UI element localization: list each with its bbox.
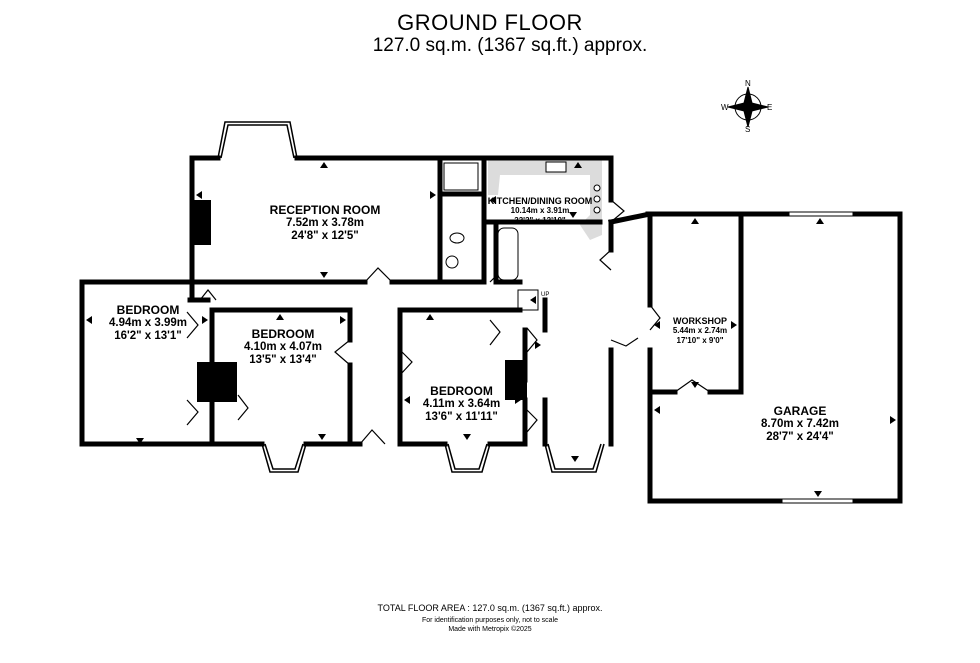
room-name: RECEPTION ROOM: [269, 203, 381, 217]
room-name: BEDROOM: [116, 303, 180, 317]
floor-title: GROUND FLOOR: [397, 10, 583, 35]
kitchen-counter: [488, 160, 602, 240]
room-name: BEDROOM: [430, 384, 493, 398]
room-imperial: 13'5" x 13'4": [249, 354, 317, 366]
room-imperial: 28'7" x 24'4": [766, 431, 834, 443]
room-metric: 4.94m x 3.99m: [108, 317, 187, 329]
room-bedroom-3: BEDROOM 4.11m x 3.64m 13'6" x 11'11": [404, 384, 519, 424]
fixtures: [443, 161, 601, 311]
markers: [86, 162, 896, 497]
credit: Made with Metropix ©2025: [448, 626, 532, 633]
room-metric: 7.52m x 3.78m: [285, 217, 364, 229]
compass-s: S: [745, 125, 751, 134]
compass-w: W: [721, 103, 729, 112]
room-metric: 4.10m x 4.07m: [243, 341, 322, 353]
room-imperial: 13'6" x 11'11": [425, 411, 498, 423]
room-garage: GARAGE 8.70m x 7.42m 28'7" x 24'4": [755, 404, 845, 444]
room-bedroom-1: BEDROOM 4.94m x 3.99m 16'2" x 13'1": [92, 303, 204, 343]
room-kitchen: KITCHEN/DINING ROOM 10.14m x 3.91m 33'3"…: [480, 196, 600, 226]
room-name: GARAGE: [773, 404, 827, 418]
total-floor-area: TOTAL FLOOR AREA : 127.0 sq.m. (1367 sq.…: [377, 603, 603, 613]
room-metric: 5.44m x 2.74m: [672, 326, 728, 335]
room-bedroom-2: BEDROOM 4.10m x 4.07m 13'5" x 13'4": [228, 327, 338, 367]
windows: [115, 155, 903, 504]
room-reception: RECEPTION ROOM 7.52m x 3.78m 24'8" x 12'…: [255, 203, 395, 243]
room-metric: 10.14m x 3.91m: [510, 206, 570, 215]
floor-area: 127.0 sq.m. (1367 sq.ft.) approx.: [372, 35, 648, 56]
chimney-blocks: [193, 200, 527, 402]
room-imperial: 17'10" x 9'0": [676, 336, 724, 345]
stairs-label: UP: [541, 292, 550, 298]
room-imperial: 16'2" x 13'1": [114, 330, 182, 342]
compass-rose: [727, 86, 769, 128]
bay-windows: [217, 121, 605, 473]
compass-e: E: [767, 103, 773, 112]
room-name: BEDROOM: [251, 327, 315, 341]
room-metric: 4.11m x 3.64m: [422, 398, 501, 410]
room-imperial: 24'8" x 12'5": [291, 230, 359, 242]
walls: [79, 155, 903, 504]
room-name: WORKSHOP: [673, 316, 727, 326]
compass-n: N: [745, 79, 751, 88]
disclaimer: For identification purposes only, not to…: [421, 617, 559, 624]
room-imperial: 33'3" x 12'10": [514, 216, 566, 225]
room-dimensions: 5.44m x 2.74m: [660, 326, 740, 336]
room-dimensions-imperial: 17'10" x 9'0": [660, 336, 740, 346]
room-workshop: WORKSHOP 5.44m x 2.74m 17'10" x 9'0": [660, 316, 740, 346]
room-metric: 8.70m x 7.42m: [760, 418, 839, 430]
room-name: KITCHEN/DINING ROOM: [487, 196, 593, 206]
